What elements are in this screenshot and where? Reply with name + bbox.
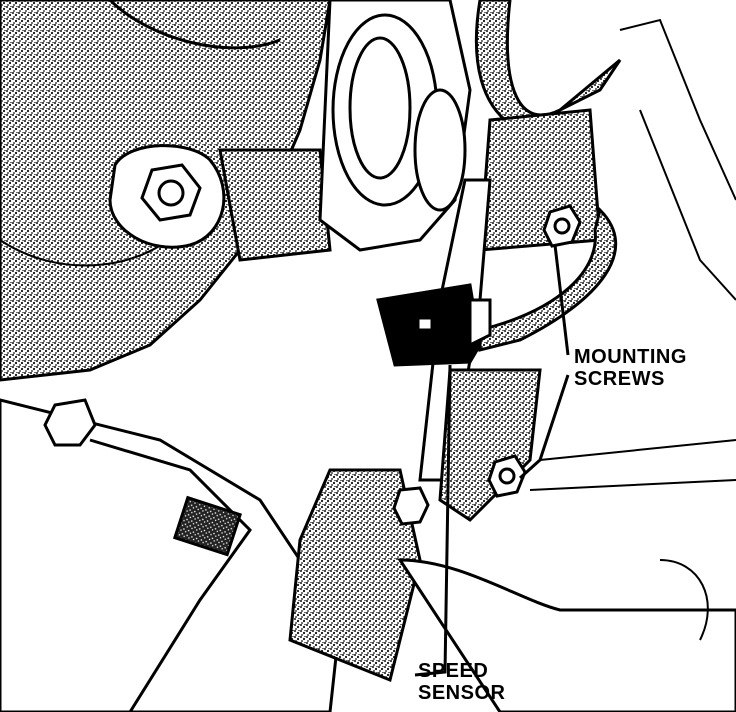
wiring-harness bbox=[474, 0, 736, 352]
speed-sensor-label-line1: SPEED bbox=[418, 660, 489, 682]
leader-lines bbox=[414, 244, 570, 677]
output-shaft bbox=[0, 398, 342, 712]
speed-sensor-label: SPEED SENSOR bbox=[418, 660, 505, 704]
leader-mounting-lower bbox=[518, 374, 570, 480]
speed-sensor-label-line2: SENSOR bbox=[418, 682, 506, 704]
mounting-screws-label-line2: SCREWS bbox=[574, 368, 665, 390]
leader-speed-sensor bbox=[414, 364, 452, 677]
extension-housing bbox=[288, 439, 736, 712]
mounting-screw-upper bbox=[542, 204, 582, 248]
mounting-screws-label-line1: MOUNTING bbox=[574, 346, 687, 368]
bearing-cover bbox=[318, 0, 472, 252]
speed-sensor bbox=[376, 283, 492, 367]
leader-mounting-upper bbox=[553, 244, 570, 356]
mounting-screws-label: MOUNTING SCREWS bbox=[574, 346, 687, 390]
mounting-screw-lower bbox=[487, 454, 527, 498]
housing-bolt bbox=[108, 144, 226, 249]
